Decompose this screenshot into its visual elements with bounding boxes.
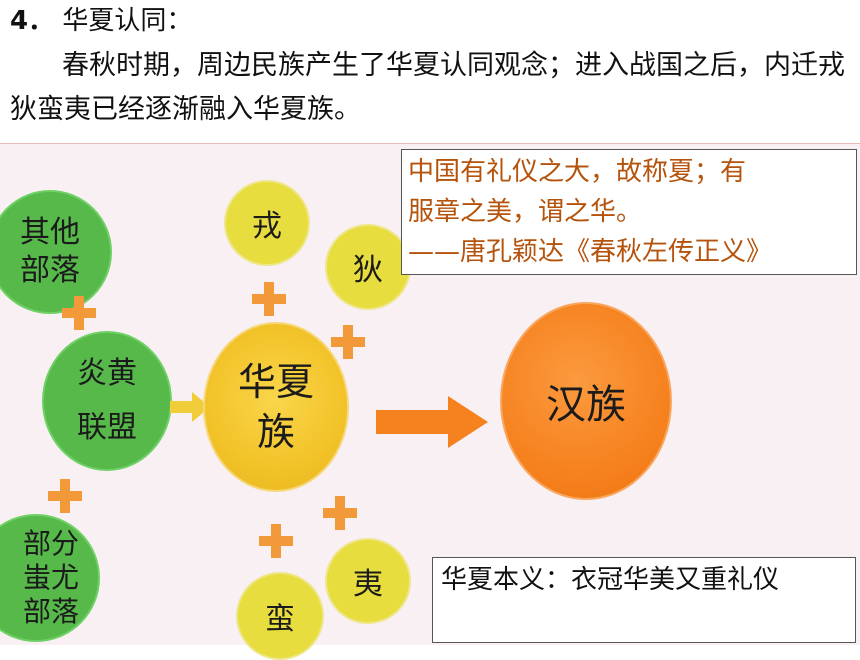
yanhuang-label-2: 联盟: [77, 410, 137, 445]
han-label: 汉族: [546, 382, 626, 428]
big-arrow-icon: [376, 396, 488, 448]
yi-label: 夷: [353, 567, 383, 602]
plus-icon: [48, 479, 82, 513]
divider: [0, 143, 860, 144]
huaxia-label-1: 华夏: [237, 360, 314, 404]
plus-icon: [259, 524, 293, 558]
yanhuang-label-1: 炎黄: [77, 356, 137, 391]
small-arrow-icon: [170, 392, 210, 422]
plus-icon: [331, 325, 365, 359]
section-heading: 4． 华夏认同：: [10, 4, 192, 38]
plus-icon: [252, 282, 286, 316]
yi-node: 夷: [325, 538, 411, 624]
quote-line: 中国有礼仪之大，故称夏；有: [408, 157, 747, 187]
quote-line: 服章之美，谓之华。: [408, 197, 643, 227]
yanhuang-node: 炎黄 联盟: [42, 331, 172, 471]
rong-label: 戎: [252, 209, 282, 244]
chiyou-label: 部分蚩尤部落: [22, 527, 79, 628]
note-box: 华夏本义：衣冠华美又重礼仪: [432, 557, 856, 643]
plus-icon: [323, 496, 357, 530]
section-title: 华夏认同：: [62, 6, 193, 36]
han-node: 汉族: [500, 302, 672, 500]
plus-icon: [62, 296, 96, 330]
quote-box: 中国有礼仪之大，故称夏；有 服章之美，谓之华。 ——唐孔颖达《春秋左传正义》: [401, 149, 857, 275]
section-number: 4．: [10, 6, 55, 36]
chiyou-node: 部分蚩尤部落: [0, 514, 100, 642]
rong-node: 戎: [224, 180, 310, 266]
quote-source: ——唐孔颖达《春秋左传正义》: [408, 237, 773, 267]
man-label: 蛮: [265, 602, 295, 637]
huaxia-label-2: 族: [256, 410, 295, 454]
note-text: 华夏本义：衣冠华美又重礼仪: [441, 565, 780, 595]
intro-paragraph: 春秋时期，周边民族产生了华夏认同观念；进入战国之后，内迁戎狄蛮夷已经逐渐融入华夏…: [10, 50, 845, 125]
di-node: 狄: [325, 224, 411, 310]
huaxia-node: 华夏 族: [203, 322, 349, 492]
other-tribes-label: 其他部落: [20, 215, 80, 288]
di-label: 狄: [353, 253, 383, 288]
man-node: 蛮: [236, 572, 324, 660]
other-tribes-node: 其他部落: [0, 190, 112, 314]
